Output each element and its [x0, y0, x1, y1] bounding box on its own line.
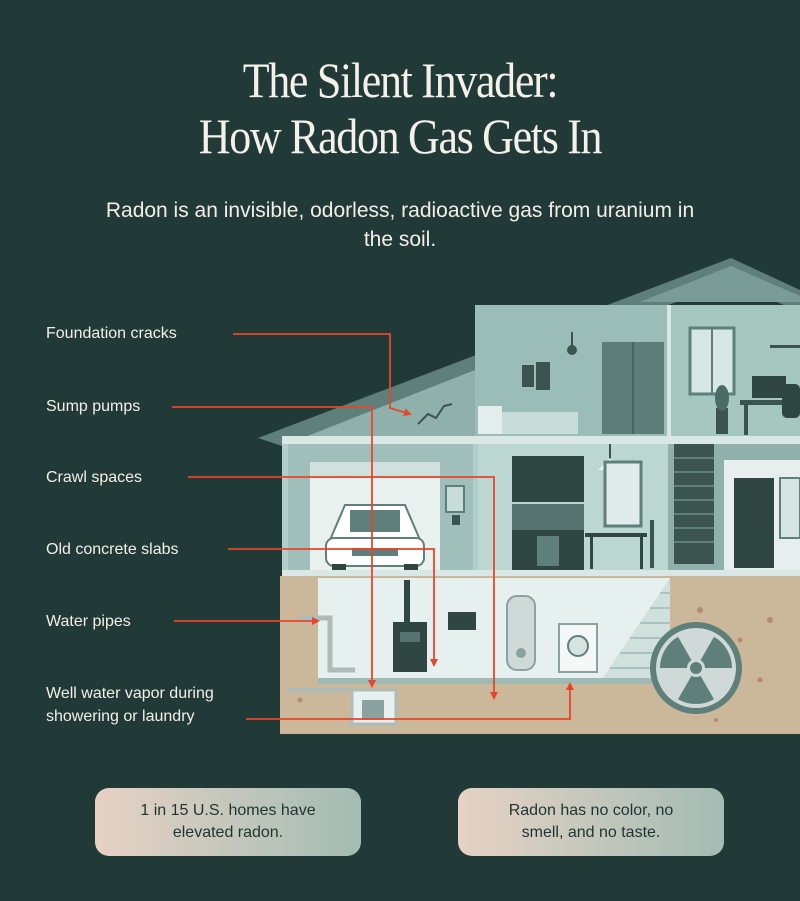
car-icon — [325, 504, 425, 574]
arrow-sump-pumps — [172, 406, 376, 688]
lamp-icon — [567, 345, 577, 355]
label-crawl-spaces: Crawl spaces — [46, 469, 143, 486]
fact-1-text: 1 in 15 U.S. homes have elevated radon. — [140, 802, 316, 841]
arrow-foundation-cracks — [233, 333, 412, 417]
water-heater-icon — [506, 595, 536, 671]
label-water-pipes: Water pipes — [46, 613, 131, 630]
label-sump-pumps: Sump pumps — [46, 398, 141, 415]
page-subtitle: Radon is an invisible, odorless, radioac… — [105, 199, 695, 251]
label-old-concrete-slabs: Old concrete slabs — [46, 541, 179, 558]
label-well-water-line-2: showering or laundry — [46, 708, 195, 725]
arrow-old-concrete-slabs — [228, 548, 438, 667]
ground-floor — [282, 444, 800, 576]
furnace-icon — [393, 580, 427, 672]
label-well-water-line-1: Well water vapor during — [46, 685, 214, 702]
fact-panel-2: Radon has no color, no smell, and no tas… — [458, 788, 724, 856]
label-foundation-cracks: Foundation cracks — [46, 325, 177, 342]
plant-icon — [716, 408, 728, 434]
washing-machine-icon — [558, 623, 598, 673]
crack-icon — [417, 403, 453, 425]
label-well-water-vapor: Well water vapor during showering or lau… — [46, 682, 214, 728]
fact-panel-2-bg — [458, 788, 724, 856]
upper-floor — [282, 305, 800, 446]
fact-2-text: Radon has no color, no smell, and no tas… — [508, 802, 674, 841]
title-line-2: How Radon Gas Gets In — [198, 108, 603, 164]
page-title: The Silent Invader: How Radon Gas Gets I… — [48, 52, 752, 164]
arrows — [172, 333, 574, 720]
fact-panel-1: 1 in 15 U.S. homes have elevated radon. — [95, 788, 361, 856]
arrow-crawl-spaces — [188, 476, 498, 700]
fact-panel-1-bg — [95, 788, 361, 856]
title-line-1: The Silent Invader: — [242, 52, 559, 108]
basement — [288, 578, 670, 726]
arrow-well-water — [246, 682, 574, 720]
radiation-icon — [650, 622, 742, 714]
